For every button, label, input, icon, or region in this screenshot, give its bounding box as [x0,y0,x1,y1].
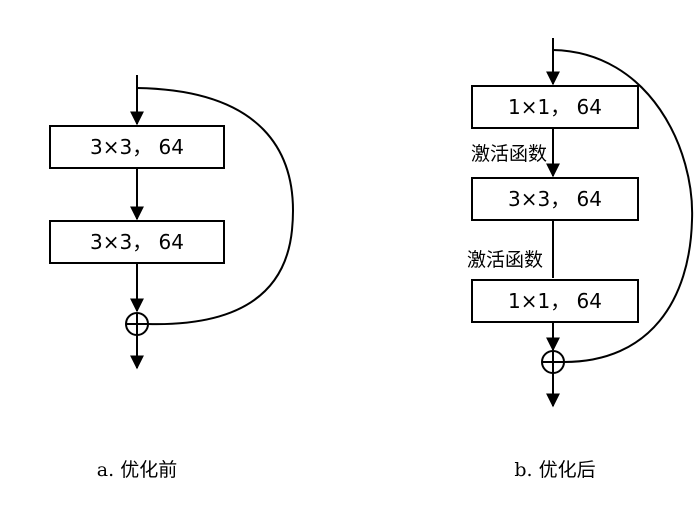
left-diagram: 3×3， 64 3×3， 64 a. 优化前 [49,75,294,481]
right-conv-box-1-label: 1×1， 64 [508,95,602,119]
right-conv-box-2 [471,177,639,221]
right-conv-box-3-label: 1×1， 64 [508,289,602,313]
right-skip-connection [552,49,694,363]
right-conv-box-3 [471,279,639,323]
left-caption: a. 优化前 [97,459,177,481]
right-conv-box-2-label: 3×3， 64 [508,187,602,211]
right-conv-box-1 [471,85,639,129]
left-sum-node [125,312,149,336]
right-activation-label-2: 激活函数 [467,249,543,271]
right-sum-node [541,350,565,374]
left-skip-connection [136,87,294,326]
left-conv-box-1-label: 3×3， 64 [90,135,184,159]
left-conv-box-2-label: 3×3， 64 [90,230,184,254]
right-activation-label-1: 激活函数 [471,143,547,165]
right-diagram: 1×1， 64 激活函数 3×3， 64 激活函数 1×1， 64 b. 优化后 [467,38,694,481]
right-caption: b. 优化后 [514,459,595,481]
left-conv-box-2 [49,220,225,264]
